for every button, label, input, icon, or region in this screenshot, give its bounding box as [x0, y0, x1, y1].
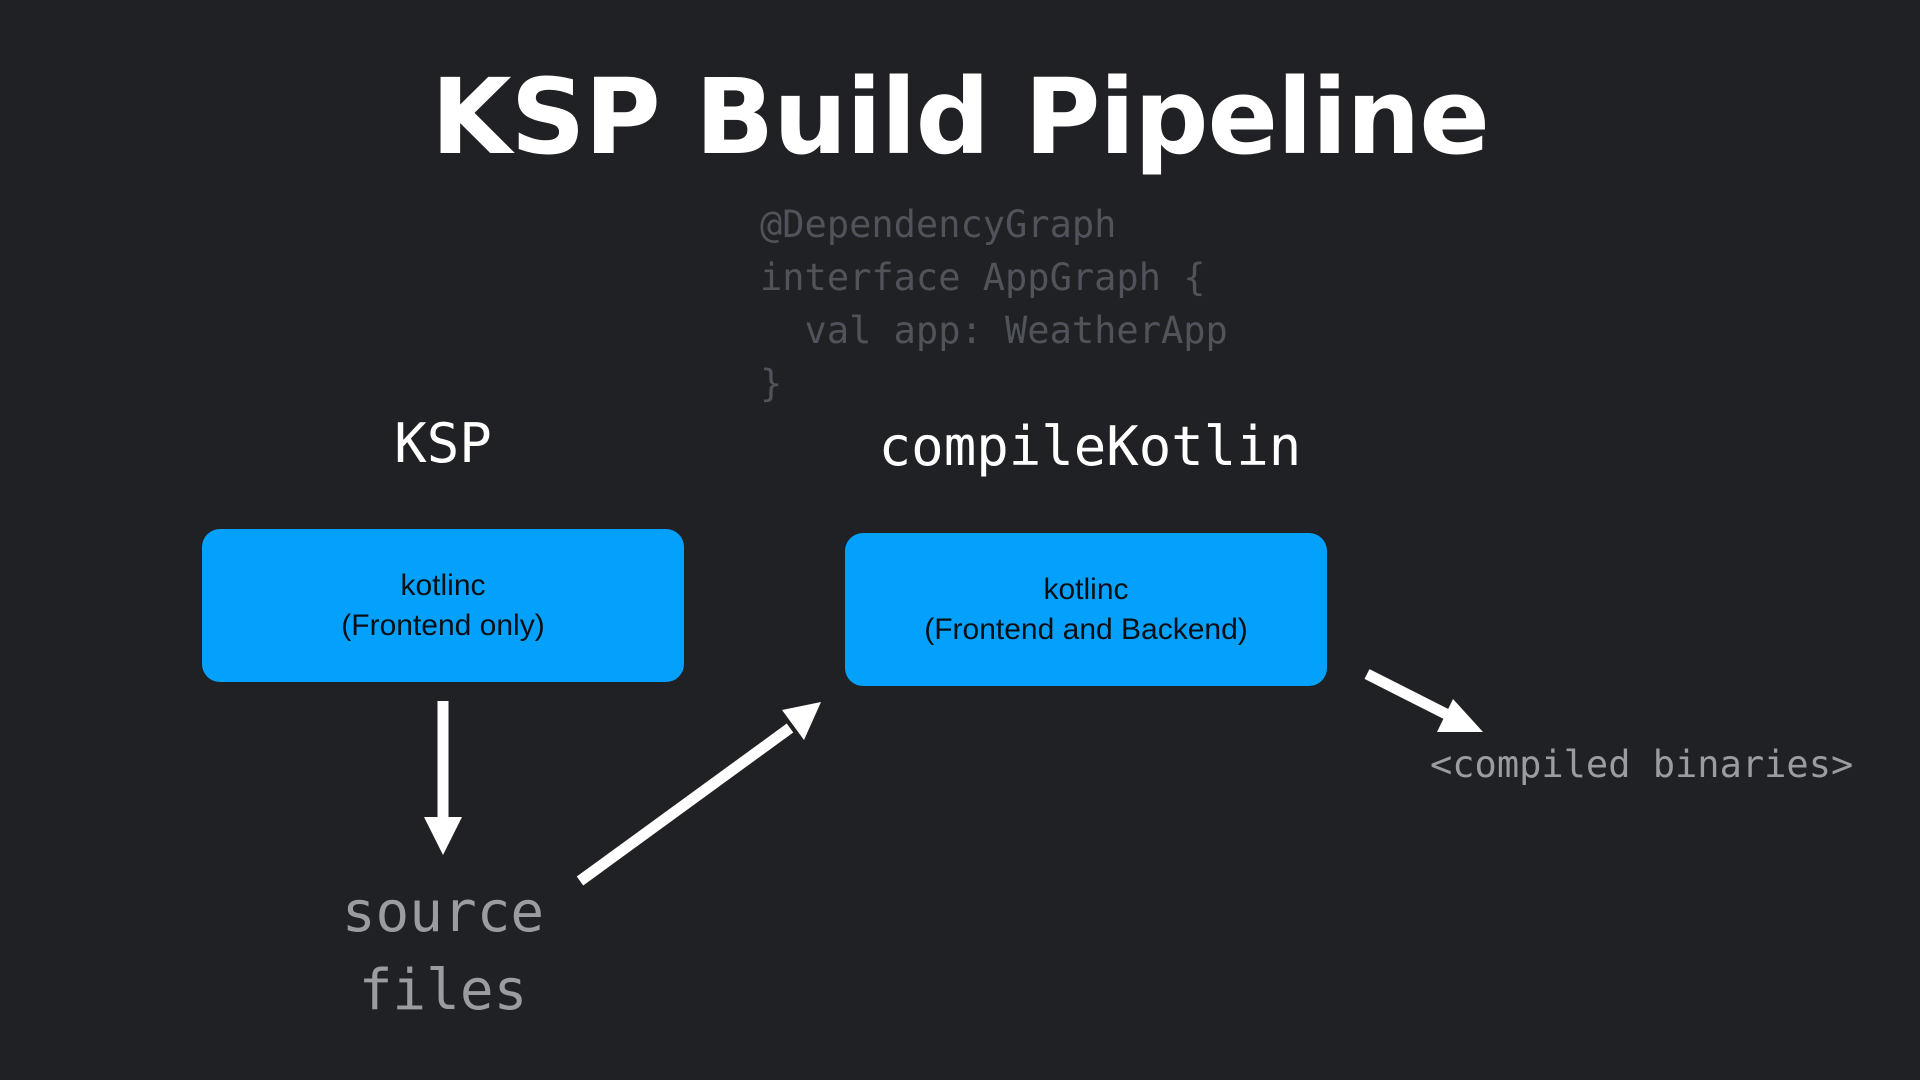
code-line-val: val app: WeatherApp — [760, 309, 1228, 352]
arrow-source-to-compile — [576, 702, 821, 886]
code-line-interface: interface AppGraph { — [760, 256, 1206, 299]
compile-box-title: kotlinc — [1043, 572, 1129, 606]
arrow-ksp-to-source-head — [424, 817, 462, 855]
source-files-label: source files — [293, 874, 593, 1030]
source-files-line1: source — [341, 880, 545, 945]
code-line-annotation: @DependencyGraph — [760, 203, 1117, 246]
compile-kotlin-stage-label: compileKotlin — [878, 415, 1302, 478]
compiled-binaries-label: <compiled binaries> — [1430, 743, 1854, 786]
arrow-compile-to-binaries — [1364, 669, 1483, 732]
compile-kotlinc-box: kotlinc (Frontend and Backend) — [845, 533, 1327, 686]
ksp-stage-label: KSP — [394, 412, 492, 475]
ksp-box-title: kotlinc — [400, 568, 486, 602]
ksp-box-subtitle: (Frontend only) — [341, 608, 545, 642]
code-snippet: @DependencyGraph interface AppGraph { va… — [760, 198, 1228, 410]
compile-box-subtitle: (Frontend and Backend) — [924, 612, 1248, 646]
source-files-line2: files — [358, 958, 528, 1023]
ksp-kotlinc-box: kotlinc (Frontend only) — [202, 529, 684, 682]
slide-title: KSP Build Pipeline — [431, 56, 1490, 178]
arrow-source-to-compile-shaft — [576, 723, 794, 886]
arrow-compile-to-binaries-shaft — [1364, 669, 1453, 721]
code-line-close: } — [760, 362, 783, 405]
arrow-compile-to-binaries-head — [1437, 699, 1483, 732]
arrow-ksp-to-source — [424, 701, 462, 855]
arrow-source-to-compile-head — [782, 702, 821, 740]
